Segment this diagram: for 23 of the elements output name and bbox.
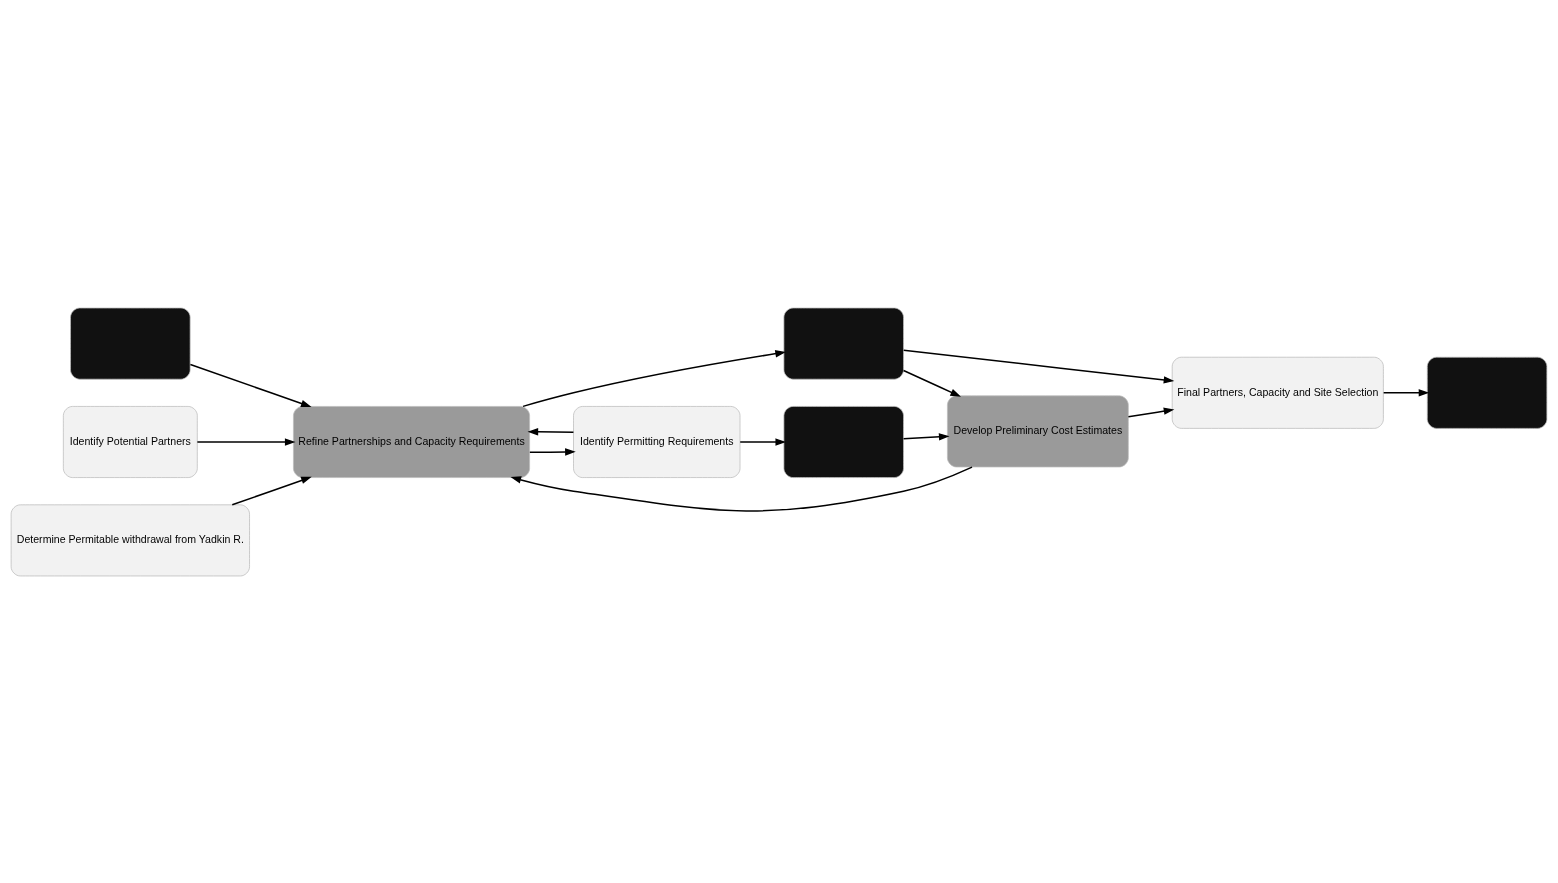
arrow	[902, 369, 962, 397]
arrow	[196, 437, 296, 446]
node-box: Refine Partnerships and Capacity Requirements	[293, 405, 530, 478]
arrow	[529, 447, 576, 456]
arrow	[189, 363, 312, 407]
arrow	[1382, 388, 1430, 396]
arrow	[522, 349, 786, 407]
arrow	[1127, 406, 1175, 418]
node-box: Identify Potential Partners	[62, 405, 198, 478]
node-box	[70, 307, 191, 380]
node-box: Determine Permitable withdrawal from Yadkin R.	[10, 503, 250, 576]
arrow	[527, 427, 575, 435]
arrow	[510, 465, 973, 512]
node-box	[783, 307, 904, 380]
arrow	[739, 437, 787, 446]
node-box	[783, 405, 904, 478]
node-box: Identify Permitting Requirements	[573, 405, 741, 478]
arrow	[231, 476, 312, 506]
arrow	[902, 432, 950, 440]
arrow	[902, 349, 1175, 384]
node-box: Develop Preliminary Cost Estimates	[947, 394, 1129, 467]
node-box: Final Partners, Capacity and Site Selection	[1171, 356, 1384, 429]
node-box	[1426, 356, 1548, 429]
